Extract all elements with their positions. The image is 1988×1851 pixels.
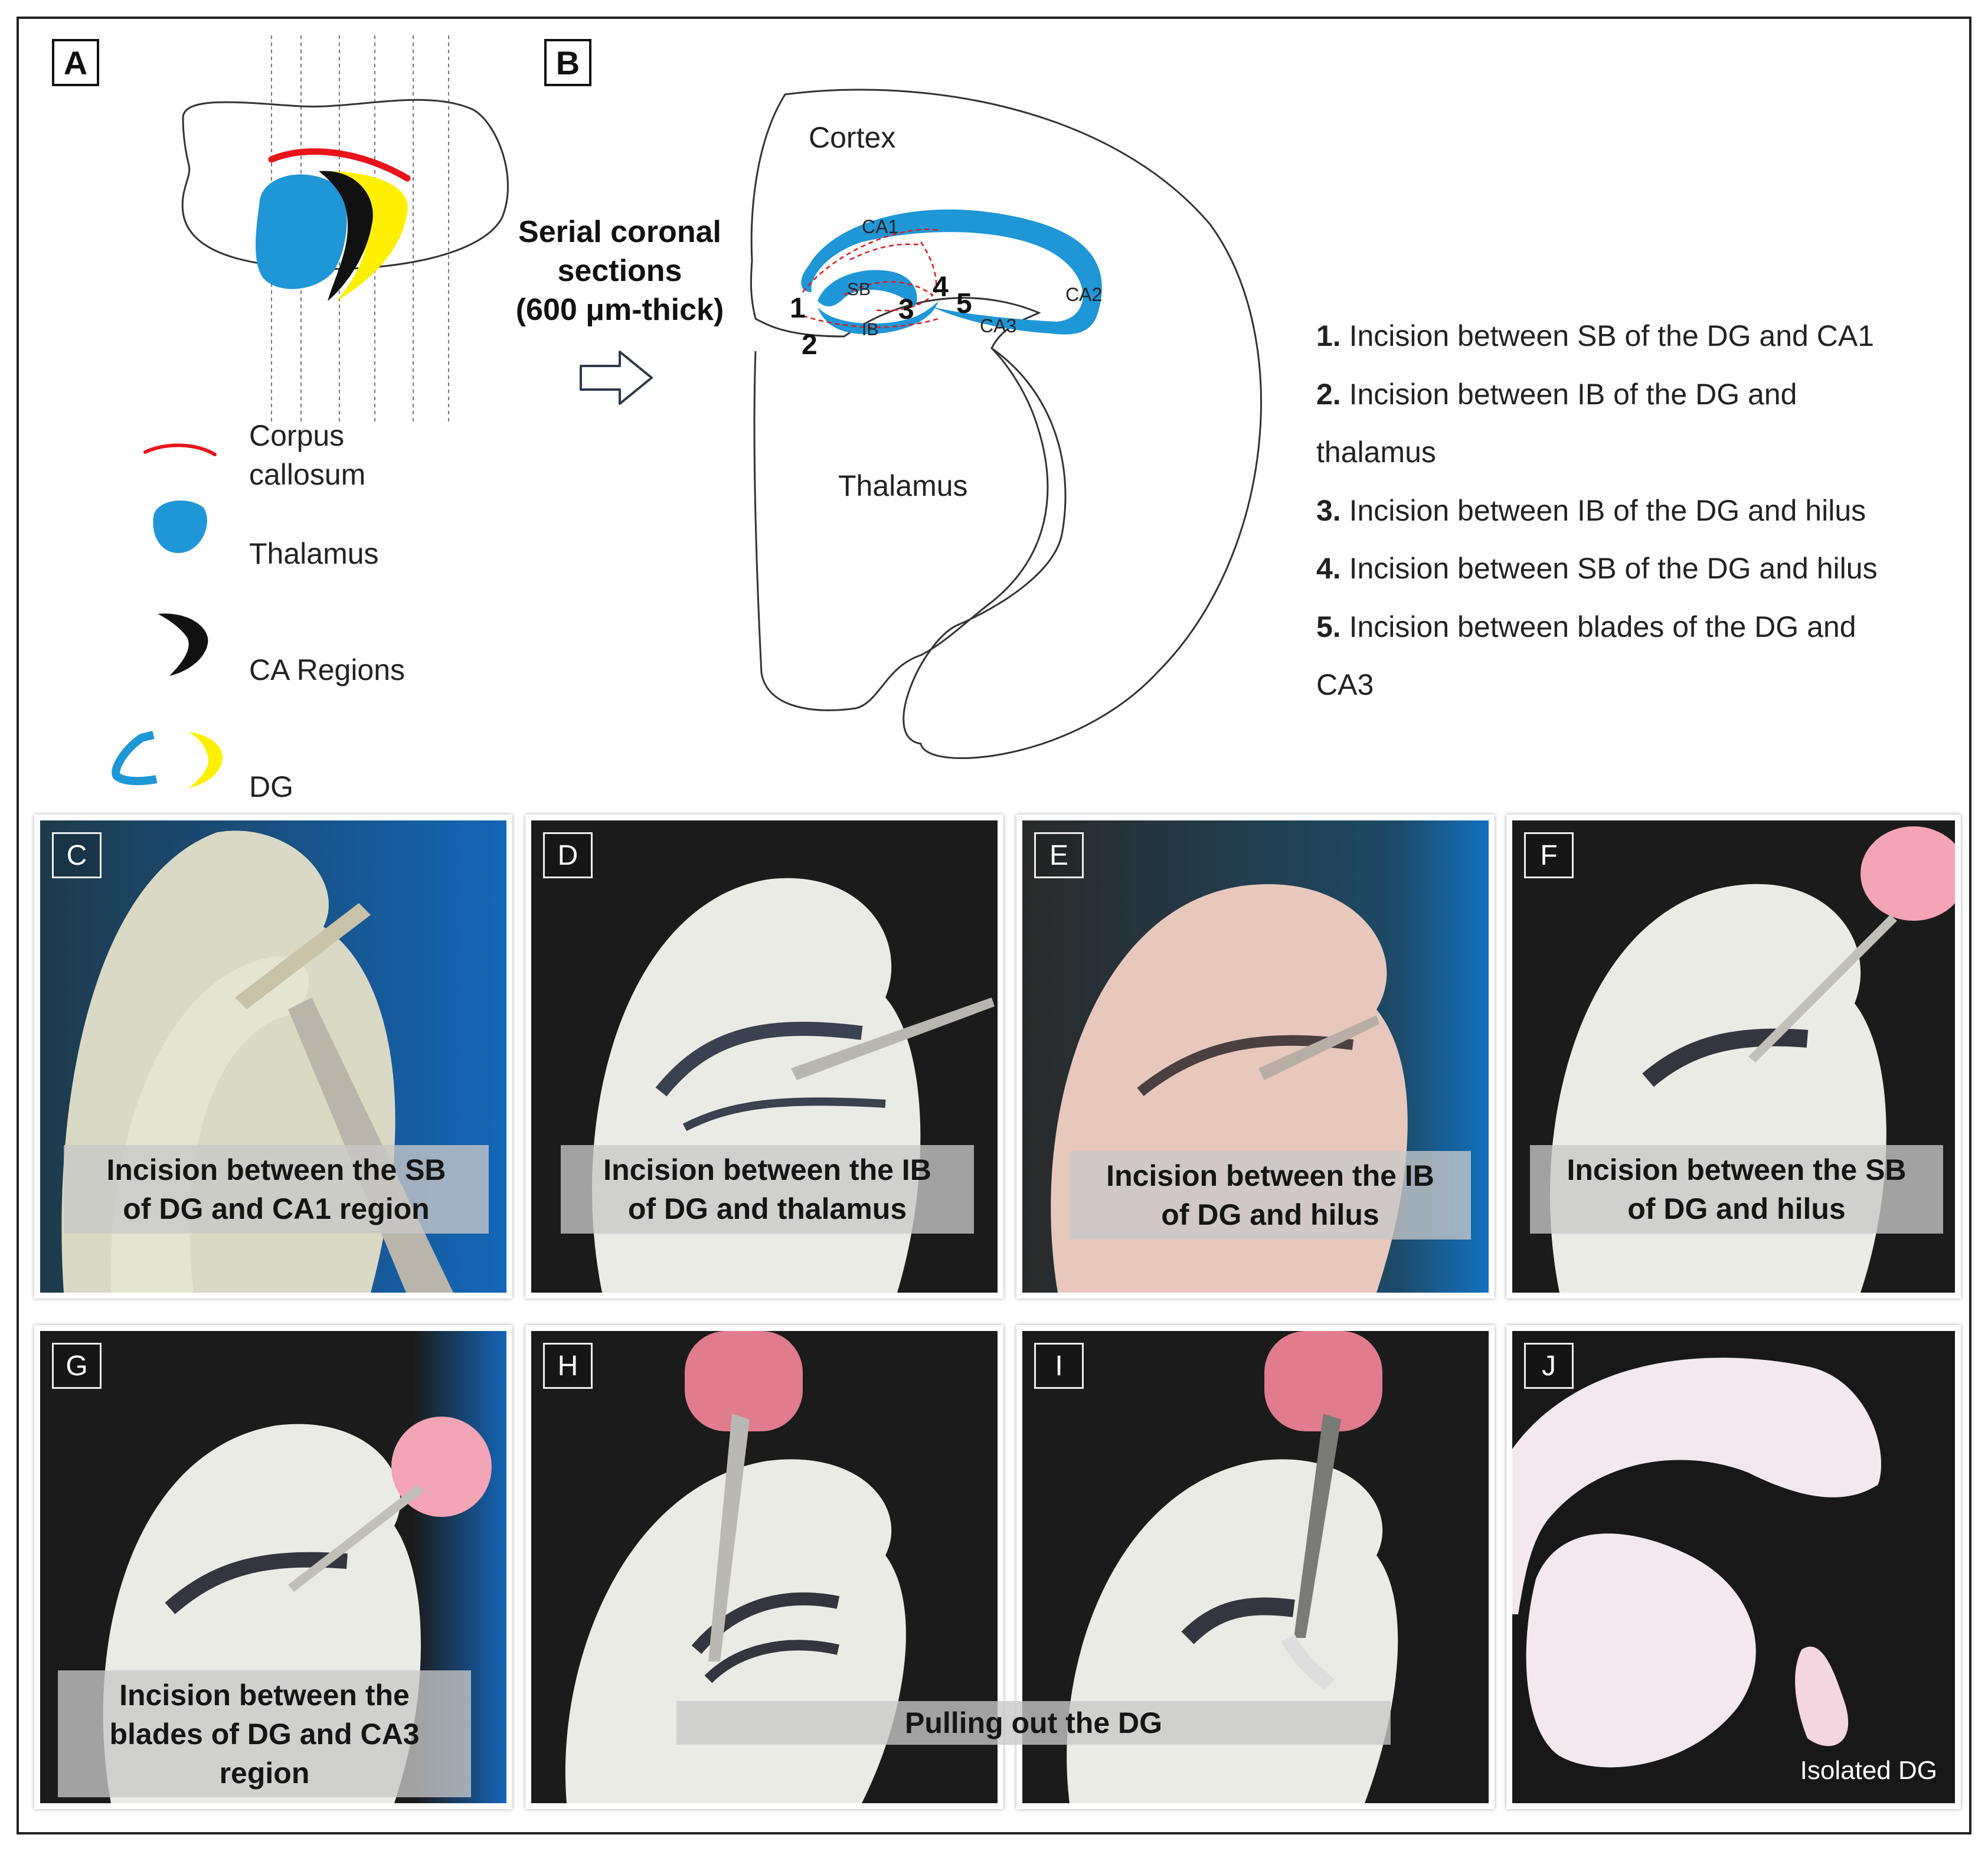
dg-lower-blade <box>818 301 939 335</box>
photo-label-j: J <box>1524 1343 1574 1389</box>
photo-panel-d: D Incision between the IB of DG and thal… <box>525 815 1003 1299</box>
incision-number-1: 1 <box>790 293 806 324</box>
photo-panel-c: C Incision between the SB of DG and CA1 … <box>34 815 512 1299</box>
photo-panel-f: F Incision between the SB of DG and hilu… <box>1506 815 1961 1299</box>
cortex-label: Cortex <box>809 121 895 154</box>
brain-sagittal-schematic <box>181 35 509 425</box>
caption-e: Incision between the IB of DG and hilus <box>1070 1151 1471 1240</box>
incision-list: 1. Incision between SB of the DG and CA1… <box>1316 307 1954 714</box>
incision-item: 1. Incision between SB of the DG and CA1 <box>1316 319 1875 352</box>
photo-panel-g: G Incision between the blades of DG and … <box>34 1325 512 1809</box>
isolated-dg-label: Isolated DG <box>1800 1756 1937 1785</box>
caption-pulling-out: Pulling out the DG <box>676 1701 1391 1745</box>
sb-label: SB <box>847 280 871 299</box>
photo-panel-e: E Incision between the IB of DG and hilu… <box>1016 815 1495 1299</box>
incision-number-2: 2 <box>802 329 818 361</box>
photo-label-i: I <box>1034 1343 1084 1389</box>
corpus-callosum-shape <box>268 148 411 182</box>
ca-black-shape <box>319 171 373 301</box>
ca1-label: CA1 <box>862 216 898 237</box>
ca2-label: CA2 <box>1065 284 1102 305</box>
legend-ca-regions-label: CA Regions <box>249 653 406 686</box>
ib-label: IB <box>862 320 878 339</box>
photo-label-g: G <box>52 1343 102 1389</box>
incision-item: 4. Incision between SB of the DG and hil… <box>1316 552 1878 585</box>
legend-corpus-callosum-label: Corpus callosum <box>249 419 366 491</box>
legend-thalamus-label: Thalamus <box>249 537 379 570</box>
caption-c: Incision between the SB of DG and CA1 re… <box>64 1145 489 1234</box>
dg-legend-icon <box>112 731 223 788</box>
photo-panel-j: J Isolated DG <box>1506 1325 1961 1809</box>
incision-lines <box>802 228 939 328</box>
hippocampus-ca-band <box>801 209 1102 335</box>
thalamus-section-label: Thalamus <box>838 469 968 502</box>
dg-upper-blade <box>818 270 917 307</box>
corpus-callosum-legend-icon <box>143 443 217 456</box>
photo-label-f: F <box>1524 832 1574 878</box>
photo-label-e: E <box>1034 832 1084 878</box>
incision-item: 3. Incision between IB of the DG and hil… <box>1316 493 1866 527</box>
ca-regions-legend-icon <box>158 613 208 676</box>
panel-label-b: B <box>544 39 591 86</box>
photo-label-d: D <box>543 832 593 878</box>
panel-label-a: A <box>52 39 99 86</box>
photo-label-h: H <box>543 1343 593 1389</box>
serial-sections-label: Serial coronal sections (600 μm-thick) <box>515 215 724 327</box>
caption-g: Incision between the blades of DG and CA… <box>58 1670 471 1797</box>
figure-frame <box>17 17 1971 1834</box>
lower-outline <box>753 347 1049 711</box>
incision-number-5: 5 <box>956 288 972 319</box>
incision-item: 2. Incision between IB of the DG and tha… <box>1316 377 1797 469</box>
legend-dg-label: DG <box>249 770 293 803</box>
photo-j-image <box>1512 1331 1955 1803</box>
caption-d: Incision between the IB of DG and thalam… <box>561 1145 974 1234</box>
photo-label-c: C <box>52 832 102 878</box>
brain-outline <box>181 99 509 270</box>
caption-f: Incision between the SB of DG and hilus <box>1530 1145 1943 1234</box>
incision-number-3: 3 <box>898 294 914 325</box>
incision-item: 5. Incision between blades of the DG and… <box>1316 610 1856 702</box>
section-outline <box>750 89 1262 760</box>
ca3-label: CA3 <box>980 315 1016 336</box>
right-arrow-icon <box>580 351 653 405</box>
coronal-section-diagram: Cortex Thalamus CA1 CA2 CA3 SB IB 1 2 3 … <box>750 89 1262 760</box>
thalamus-shape <box>256 174 347 289</box>
thalamus-legend-icon <box>153 501 207 553</box>
incision-number-4: 4 <box>933 272 949 303</box>
